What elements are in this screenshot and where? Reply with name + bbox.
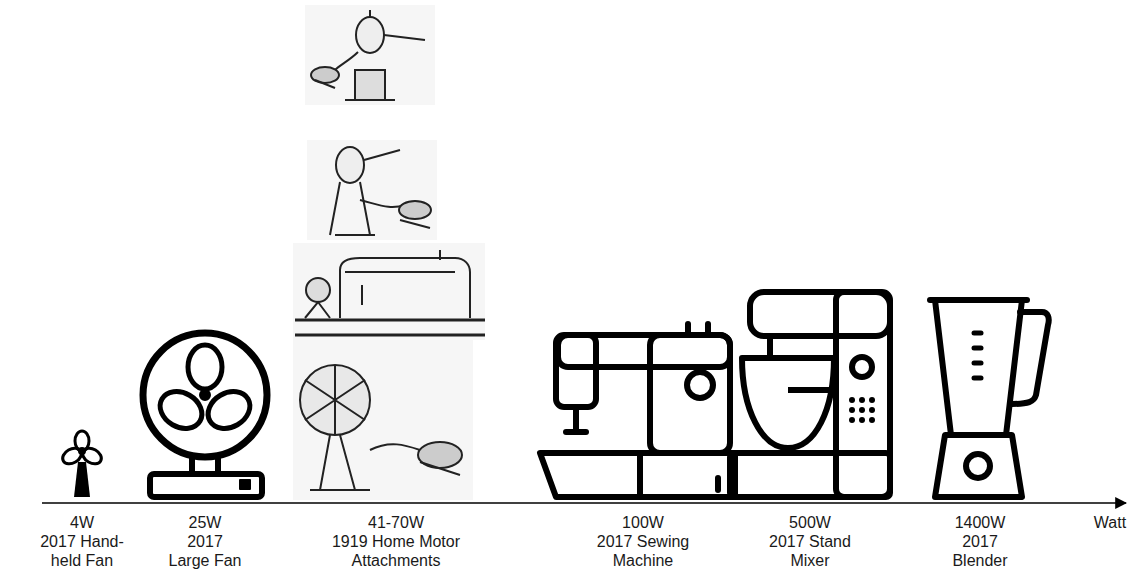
axis-label: 1919 Home Motor Attachments <box>301 532 491 570</box>
large-fan-icon <box>143 333 267 497</box>
axis-label: Watt <box>1085 513 1135 532</box>
axis-label: 2017 Hand- held Fan <box>39 532 125 570</box>
axis-label: 2017 Blender <box>945 532 1015 570</box>
axis-label: 4W <box>57 513 107 532</box>
axis-label: 2017 Large Fan <box>165 532 245 570</box>
axis-label: 2017 Sewing Machine <box>588 532 698 570</box>
axis-label: 2017 Stand Mixer <box>765 532 855 570</box>
vintage-photos <box>293 5 485 500</box>
stand-mixer-icon <box>730 292 890 497</box>
axis-line <box>42 502 1126 504</box>
axis-label: 41-70W <box>356 513 436 532</box>
sewing-machine-icon <box>540 324 735 497</box>
axis-label: 100W <box>613 513 673 532</box>
handheld-fan-icon <box>60 431 104 497</box>
blender-icon <box>930 300 1049 497</box>
axis-label: 1400W <box>950 513 1010 532</box>
axis-label: 25W <box>175 513 235 532</box>
axis-label: 500W <box>780 513 840 532</box>
